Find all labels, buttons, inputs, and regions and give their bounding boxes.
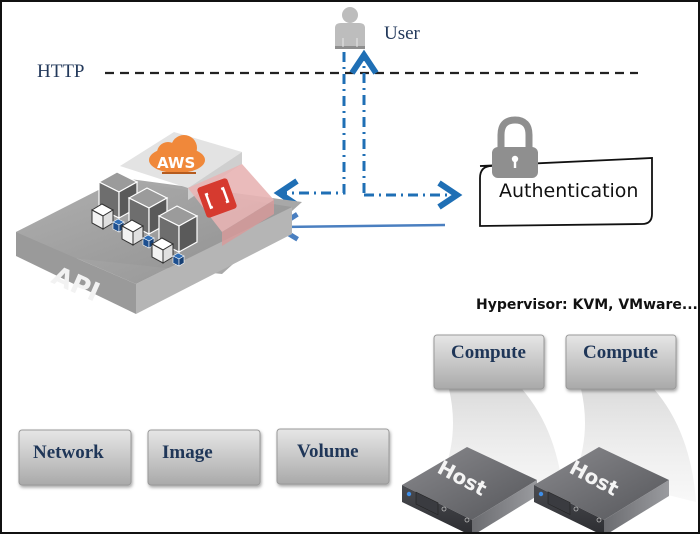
aws-cloud-icon: AWS [149, 135, 205, 174]
service-label: Image [162, 442, 213, 463]
blue-cube [172, 252, 185, 267]
red-module [188, 164, 274, 246]
service-box-network: Network [18, 429, 132, 486]
service-label: Volume [297, 441, 359, 462]
api-platform: API AWS [16, 132, 302, 314]
service-cubes [90, 171, 199, 267]
bracket-icon [204, 186, 230, 210]
aws-label: AWS [157, 154, 195, 172]
authentication-label: Authentication [499, 180, 638, 202]
white-cube [90, 203, 115, 230]
compute-label: Compute [583, 342, 658, 363]
service-box-image: Image [147, 429, 261, 486]
white-cube [150, 237, 175, 264]
request-flow-arrows [272, 49, 463, 242]
compute-label: Compute [451, 342, 526, 363]
compute-box [433, 334, 545, 390]
user-icon [335, 7, 365, 49]
user-to-api-arrow [273, 52, 346, 208]
service-label: Network [33, 442, 104, 463]
host-server: Host [534, 447, 669, 532]
power-led-icon [538, 491, 544, 497]
host-server: Host [402, 447, 537, 532]
compute-box [565, 334, 677, 390]
service-box-volume: Volume [276, 428, 390, 485]
auth-to-api-arrow [272, 212, 446, 242]
power-led-icon [406, 491, 412, 497]
lock-icon [492, 116, 538, 178]
http-label: HTTP [37, 61, 85, 82]
user-label: User [384, 23, 421, 44]
white-cube [120, 219, 145, 246]
hypervisor-label: Hypervisor: KVM, VMware... [476, 297, 698, 313]
